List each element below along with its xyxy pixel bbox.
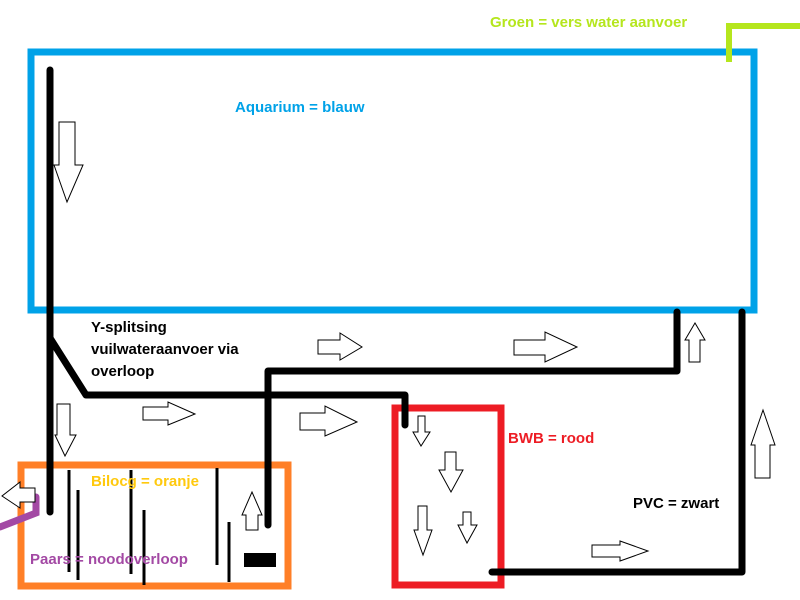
arrow-right-icon	[513, 331, 579, 363]
bilog-filter	[17, 461, 292, 590]
aquarium-tank	[27, 48, 758, 314]
arrow-up-icon	[684, 322, 706, 363]
legend-green: Groen = vers water aanvoer	[490, 14, 688, 31]
fresh-water-pipe	[726, 23, 800, 62]
pvc-pipes	[46, 66, 746, 576]
pump-block	[244, 553, 276, 567]
legend-pvc: PVC = zwart	[633, 495, 720, 512]
arrow-right-icon	[299, 405, 359, 437]
arrow-down-icon	[54, 403, 77, 458]
legend-bwb: BWB = rood	[508, 430, 595, 447]
emergency-overflow-pipe	[0, 493, 40, 531]
arrow-right-icon	[591, 540, 650, 562]
label-aquarium: Aquarium = blauw	[235, 99, 365, 116]
arrow-down-icon	[412, 415, 431, 447]
legend-purple: Paars = noodoverloop	[30, 551, 188, 568]
legend-bilog: Bilocg = oranje	[91, 473, 199, 490]
label-y-split-3: overloop	[91, 363, 155, 380]
arrow-down-icon	[413, 505, 433, 557]
arrow-right-icon	[317, 332, 363, 361]
arrow-up-icon	[750, 408, 776, 479]
arrow-down-icon	[438, 451, 464, 494]
label-y-split-1: Y-splitsing	[91, 319, 167, 336]
arrow-up-icon	[241, 490, 263, 531]
bilog-baffles	[67, 468, 231, 585]
arrow-right-icon	[142, 401, 197, 426]
arrow-down-icon	[457, 511, 478, 545]
arrow-down-icon	[53, 121, 84, 204]
bwb-box	[391, 404, 505, 589]
label-y-split-2: vuilwateraanvoer via	[91, 341, 239, 358]
arrow-left-icon	[1, 480, 36, 509]
